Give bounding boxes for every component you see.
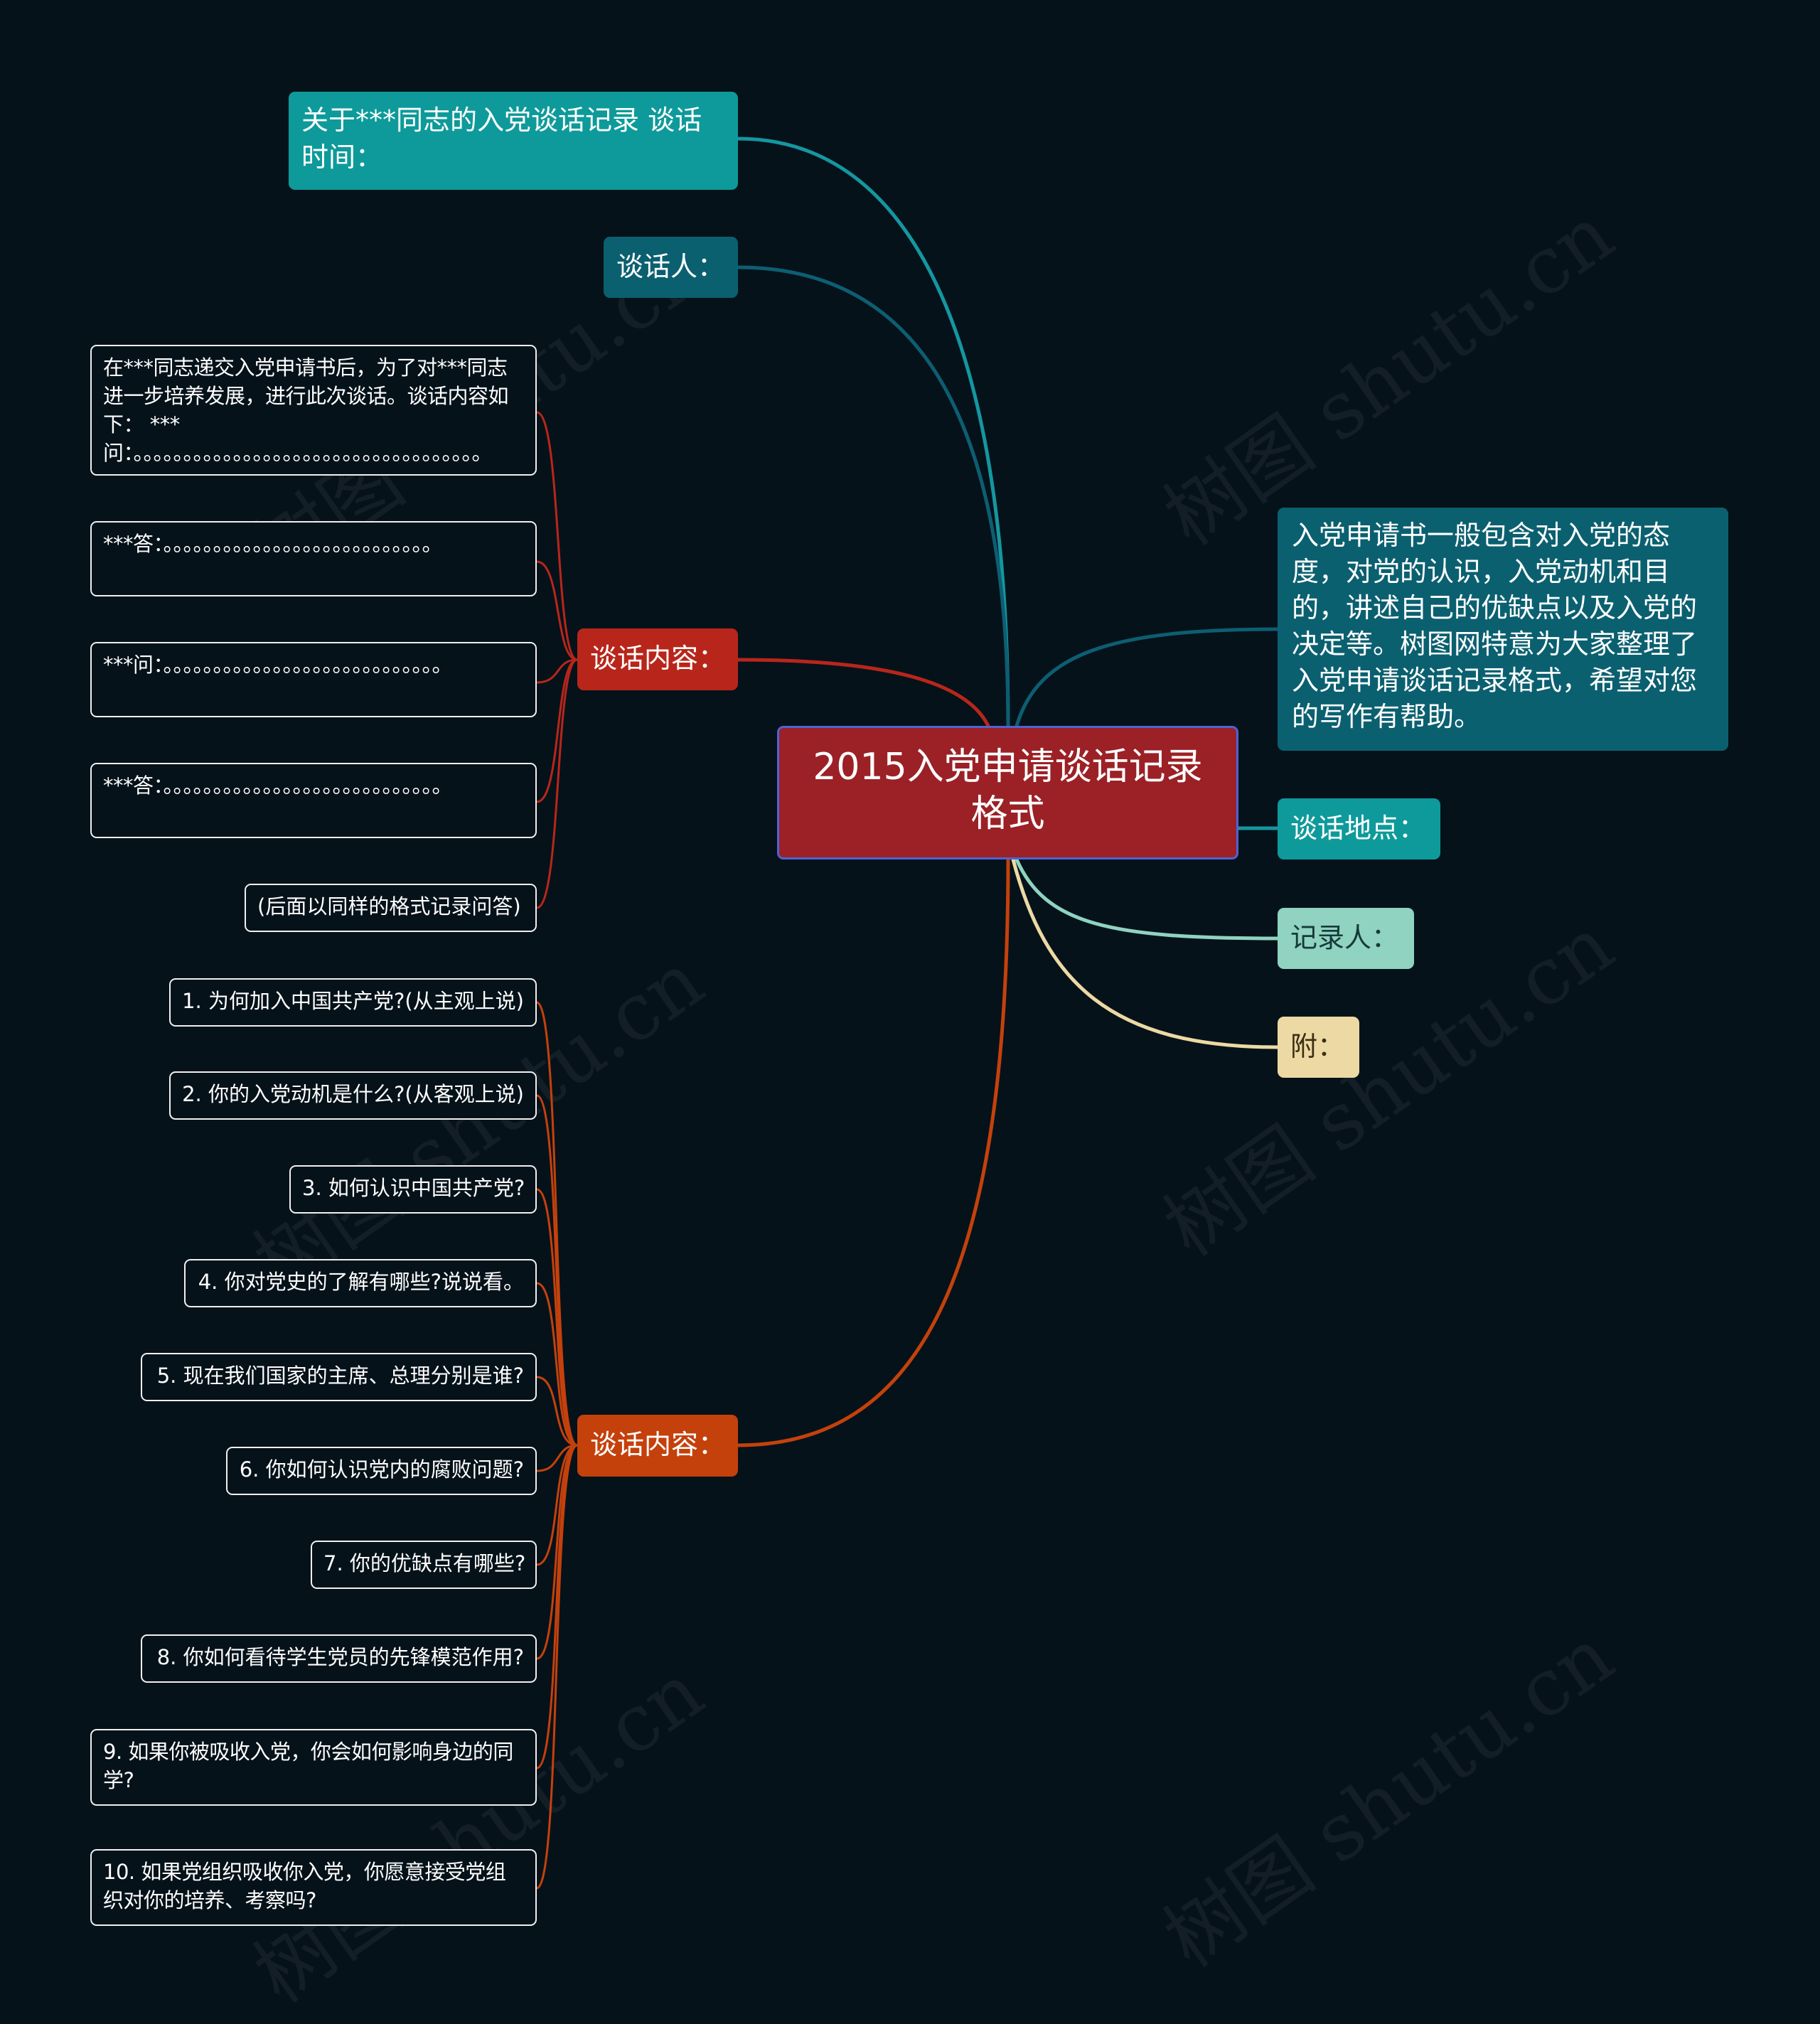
content-leaf-answer[interactable]: ***答：。。。。。。。。。。。。。。。。。。。。。。。。。。。。 (90, 763, 537, 838)
question-leaf-text: 4. 你对党史的了解有哪些?说说看。 (198, 1270, 524, 1294)
connector-question-leaf (535, 1282, 579, 1447)
branch-appendix-label: 附： (1290, 1031, 1345, 1062)
question-leaf[interactable]: 1. 为何加入中国共产党?(从主观上说) (169, 978, 537, 1027)
content-leaf-question[interactable]: ***问：。。。。。。。。。。。。。。。。。。。。。。。。。。。。 (90, 642, 537, 717)
branch-interview-content[interactable]: 谈话内容： (577, 628, 738, 690)
connector-question-leaf (535, 1444, 579, 1566)
connector-content-leaf (535, 411, 579, 661)
connector-content-leaf (535, 560, 579, 661)
connector-question-leaf (535, 1094, 579, 1447)
question-leaf-text: 1. 为何加入中国共产党?(从主观上说) (182, 989, 524, 1013)
connector-root-to-appendix (1011, 857, 1280, 1049)
branch-interview-questions-label: 谈话内容： (590, 1429, 726, 1460)
branch-speaker-label: 谈话人： (616, 251, 725, 282)
branch-speaker[interactable]: 谈话人： (604, 237, 738, 298)
content-leaf-text: ***问：。。。。。。。。。。。。。。。。。。。。。。。。。。。。 (103, 653, 453, 677)
question-leaf[interactable]: 8. 你如何看待学生党员的先锋模范作用? (141, 1634, 537, 1683)
branch-intro-label: 入党申请书一般包含对入党的态度，对党的认识，入党动机和目的，讲述自己的优缺点以及… (1292, 520, 1698, 732)
content-leaf-text: 在***同志递交入党申请书后，为了对***同志进一步培养发展，进行此次谈话。谈话… (103, 355, 509, 465)
content-leaf-text: ***答：。。。。。。。。。。。。。。。。。。。。。。。。。。。。 (103, 773, 453, 798)
question-leaf-text: 6. 你如何认识党内的腐败问题? (239, 1457, 524, 1482)
connector-content-leaf (535, 658, 579, 803)
connector-content-leaf (535, 658, 579, 909)
question-leaf-text: 8. 你如何看待学生党员的先锋模范作用? (156, 1645, 524, 1669)
question-leaf-text: 2. 你的入党动机是什么?(从客观上说) (182, 1082, 524, 1106)
connector-root-to-recorder (1015, 857, 1280, 941)
connector-root-to-time (736, 136, 1010, 728)
question-leaf-text: 9. 如果你被吸收入党，你会如何影响身边的同学? (103, 1740, 513, 1792)
root-topic-label: 2015入党申请谈话记录格式 (813, 746, 1203, 835)
content-leaf-text: ***答：。。。。。。。。。。。。。。。。。。。。。。。。。。。 (103, 532, 443, 556)
branch-recorder-label: 记录人： (1290, 922, 1399, 953)
connector-question-leaf (535, 1376, 579, 1447)
question-leaf-text: 3. 如何认识中国共产党? (302, 1176, 525, 1200)
content-leaf-note[interactable]: (后面以同样的格式记录问答) (245, 884, 537, 932)
connector-root-to-questions (736, 857, 1010, 1447)
connector-question-leaf (535, 1444, 579, 1890)
connector-root-to-speaker (736, 265, 1010, 728)
question-leaf[interactable]: 9. 如果你被吸收入党，你会如何影响身边的同学? (90, 1729, 537, 1806)
root-topic[interactable]: 2015入党申请谈话记录格式 (777, 726, 1238, 860)
question-leaf-text: 10. 如果党组织吸收你入党，你愿意接受党组织对你的培养、考察吗? (103, 1860, 506, 1912)
connector-content-leaf (535, 658, 579, 684)
branch-recorder[interactable]: 记录人： (1278, 908, 1414, 969)
question-leaf[interactable]: 2. 你的入党动机是什么?(从客观上说) (169, 1071, 537, 1120)
connector-question-leaf (535, 1188, 579, 1447)
question-leaf[interactable]: 5. 现在我们国家的主席、总理分别是谁? (141, 1353, 537, 1401)
connector-root-to-content (736, 658, 990, 728)
question-leaf[interactable]: 4. 你对党史的了解有哪些?说说看。 (184, 1259, 537, 1307)
branch-interview-time-label: 关于***同志的入党谈话记录 谈话时间： (301, 105, 702, 173)
connector-root-to-intro (1015, 627, 1280, 728)
question-leaf[interactable]: 7. 你的优缺点有哪些? (311, 1541, 537, 1589)
branch-location[interactable]: 谈话地点： (1278, 798, 1440, 860)
question-leaf-text: 7. 你的优缺点有哪些? (323, 1551, 526, 1575)
branch-interview-content-label: 谈话内容： (590, 643, 726, 674)
content-leaf-answer[interactable]: ***答：。。。。。。。。。。。。。。。。。。。。。。。。。。。 (90, 521, 537, 596)
connector-question-leaf (535, 1444, 579, 1660)
branch-intro[interactable]: 入党申请书一般包含对入党的态度，对党的认识，入党动机和目的，讲述自己的优缺点以及… (1278, 508, 1728, 751)
branch-interview-questions[interactable]: 谈话内容： (577, 1415, 738, 1477)
question-leaf[interactable]: 10. 如果党组织吸收你入党，你愿意接受党组织对你的培养、考察吗? (90, 1849, 537, 1926)
content-leaf-intro[interactable]: 在***同志递交入党申请书后，为了对***同志进一步培养发展，进行此次谈话。谈话… (90, 345, 537, 476)
branch-interview-time[interactable]: 关于***同志的入党谈话记录 谈话时间： (289, 92, 738, 190)
question-leaf-text: 5. 现在我们国家的主席、总理分别是谁? (156, 1364, 524, 1388)
question-leaf[interactable]: 6. 你如何认识党内的腐败问题? (226, 1447, 537, 1495)
connector-question-leaf (535, 1444, 579, 1472)
branch-location-label: 谈话地点： (1290, 813, 1426, 844)
question-leaf[interactable]: 3. 如何认识中国共产党? (289, 1165, 537, 1214)
content-leaf-text: (后面以同样的格式记录问答) (257, 894, 521, 919)
branch-appendix[interactable]: 附： (1278, 1017, 1359, 1078)
